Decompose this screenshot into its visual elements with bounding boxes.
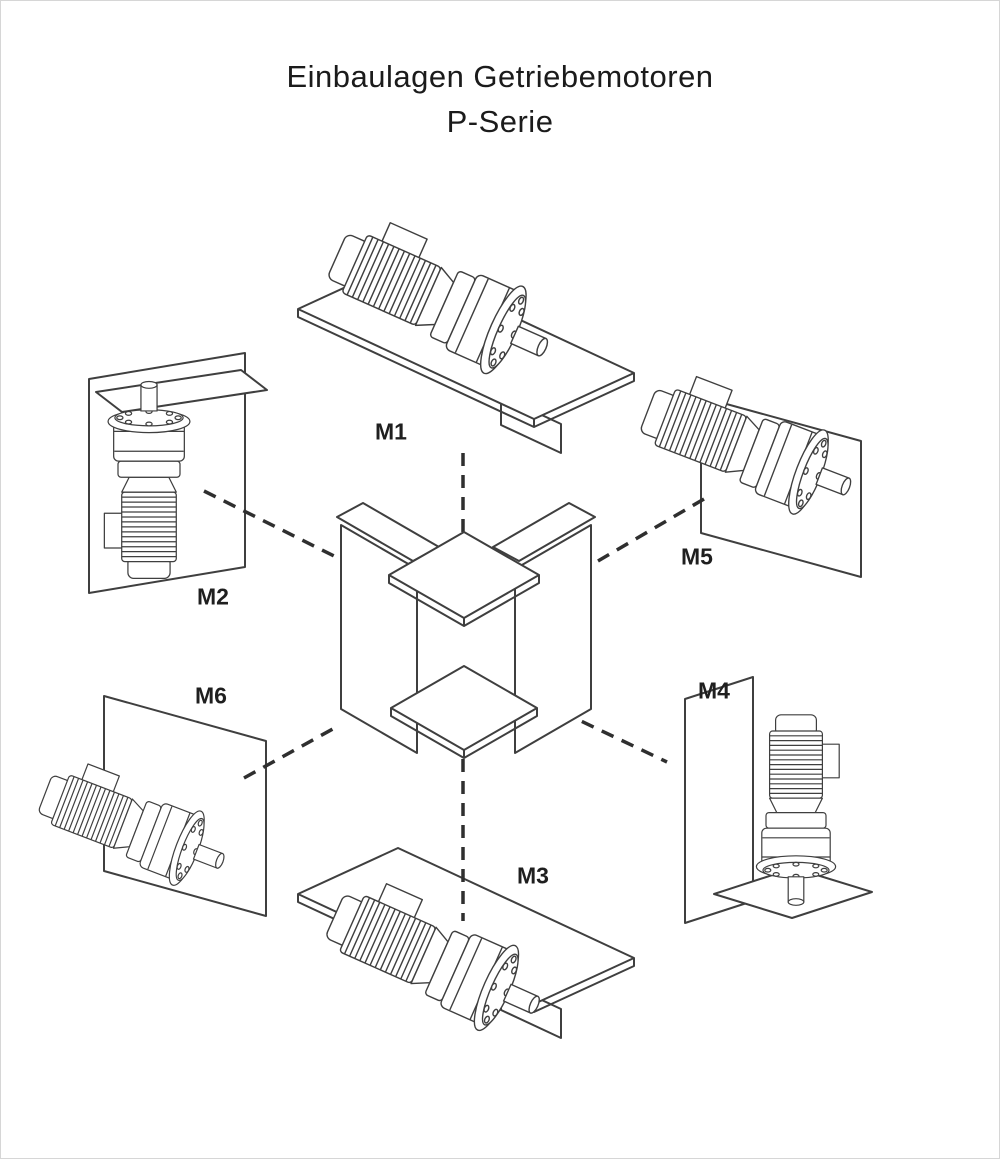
center-right-cap (492, 502, 596, 562)
label-m3: M3 (517, 862, 549, 889)
page-title-line2: P-Serie (446, 103, 554, 139)
top-bracket-m2 (95, 369, 268, 413)
label-m2: M2 (197, 583, 229, 610)
label-m5: M5 (681, 543, 713, 570)
connector-m2 (203, 489, 345, 563)
label-m1: M1 (375, 418, 407, 445)
connector-m4 (561, 710, 668, 764)
label-m6: M6 (195, 682, 227, 709)
title-block: Einbaulagen Getriebemotoren P-Serie (1, 55, 999, 145)
center-left-wall (340, 524, 418, 754)
label-m4: M4 (698, 677, 730, 704)
center-right-wall (514, 524, 592, 754)
center-bottom-plate (390, 665, 538, 759)
center-top-plate (388, 531, 540, 627)
mounting-plates (88, 262, 873, 1039)
connector-m6 (243, 723, 341, 780)
center-structure (336, 502, 596, 759)
page-title-line1: Einbaulagen Getriebemotoren (286, 59, 714, 94)
